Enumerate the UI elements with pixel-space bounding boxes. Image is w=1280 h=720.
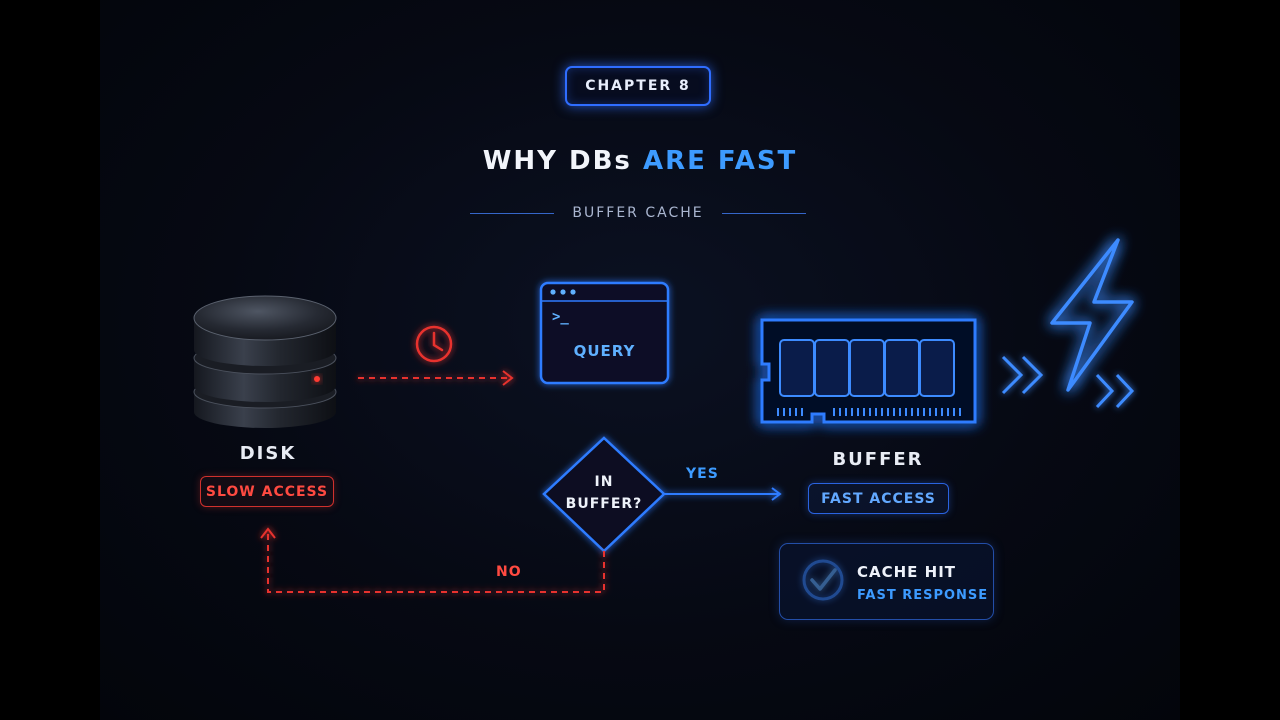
title-accent: ARE FAST bbox=[642, 146, 798, 176]
slow-access-text: SLOW ACCESS bbox=[205, 483, 329, 500]
clock-icon bbox=[415, 325, 453, 363]
ram-chip-icon bbox=[760, 318, 977, 424]
chevron-right-icon bbox=[1001, 355, 1044, 395]
decision-line-2: BUFFER? bbox=[565, 496, 643, 512]
database-icon bbox=[193, 295, 337, 428]
yes-arrow bbox=[664, 487, 782, 501]
subtitle-divider-right bbox=[721, 212, 806, 214]
fast-access-text: FAST ACCESS bbox=[821, 490, 936, 507]
chapter-badge: CHAPTER 8 bbox=[565, 66, 711, 106]
lightning-icon bbox=[1050, 238, 1134, 392]
query-label: QUERY bbox=[573, 342, 636, 360]
disk-to-query-arrow bbox=[358, 370, 514, 386]
cache-hit-title: CACHE HIT bbox=[857, 563, 957, 581]
cache-hit-subtitle: FAST RESPONSE bbox=[857, 588, 989, 603]
chevron-right-icon bbox=[1095, 373, 1135, 409]
terminal-window-icon bbox=[539, 281, 670, 385]
chapter-label: CHAPTER 8 bbox=[585, 78, 691, 94]
title-main: WHY DBs bbox=[482, 146, 632, 176]
yes-label: YES bbox=[686, 466, 719, 482]
subtitle-row: BUFFER CACHE bbox=[470, 205, 806, 221]
fast-access-badge: FAST ACCESS bbox=[808, 483, 949, 514]
subtitle: BUFFER CACHE bbox=[572, 205, 704, 221]
buffer-label: BUFFER bbox=[832, 449, 924, 470]
decision-line-1: IN bbox=[594, 474, 614, 490]
no-arrow bbox=[260, 527, 605, 593]
slow-access-badge: SLOW ACCESS bbox=[200, 476, 334, 507]
page-title: WHY DBs ARE FAST bbox=[440, 146, 840, 176]
no-label: NO bbox=[496, 564, 522, 580]
disk-label: DISK bbox=[239, 443, 297, 464]
terminal-prompt: >_ bbox=[552, 309, 569, 325]
decision-label: IN BUFFER? bbox=[554, 471, 654, 515]
subtitle-divider-left bbox=[470, 212, 555, 214]
cache-hit-card: CACHE HIT FAST RESPONSE bbox=[779, 543, 994, 620]
